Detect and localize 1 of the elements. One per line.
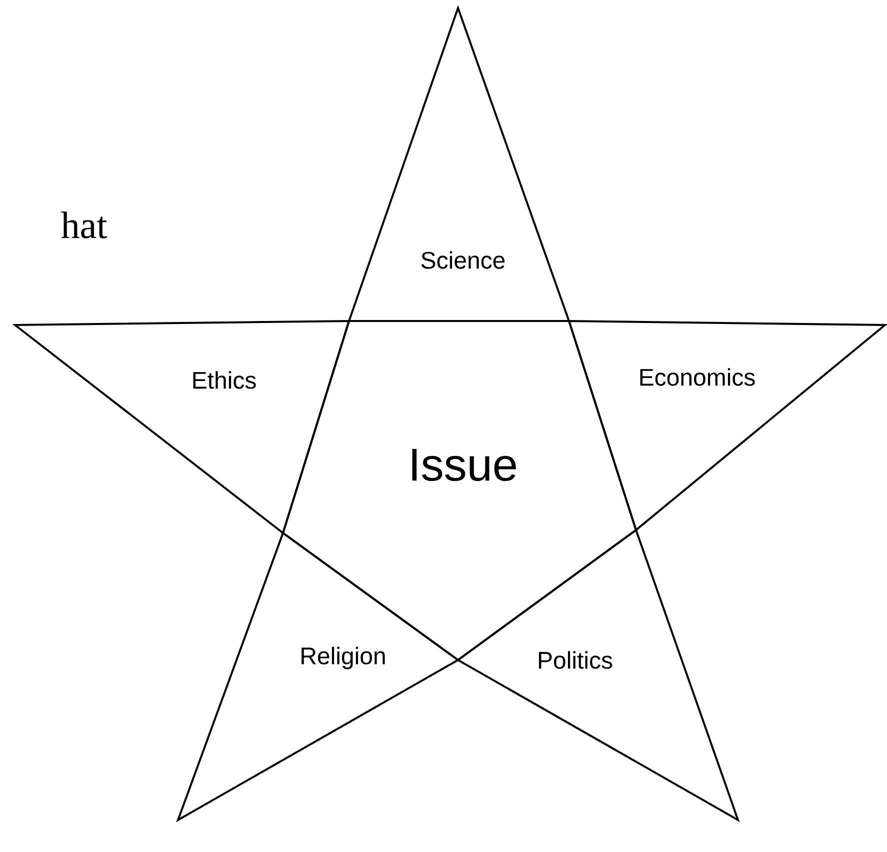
heading-text: hat [61, 212, 107, 238]
